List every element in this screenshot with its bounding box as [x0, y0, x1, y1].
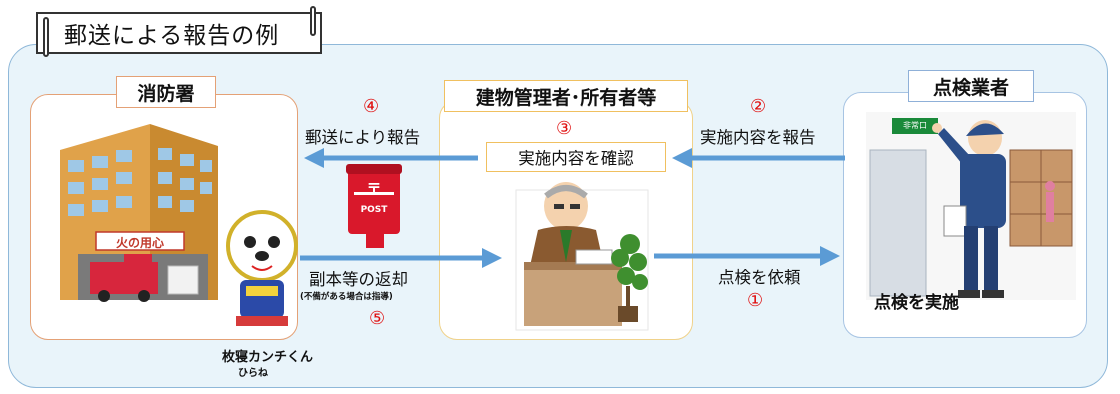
fire-safety-sign-text: 火の用心	[115, 236, 164, 250]
flow-arrows	[300, 148, 845, 268]
manager-label: 建物管理者･所有者等	[444, 80, 688, 112]
inspector-illustration	[866, 112, 1076, 300]
mascot-name: 枚寝カンチくん	[222, 350, 314, 365]
step-3-number: ③	[556, 118, 573, 139]
step-2-number: ②	[750, 96, 767, 117]
step-4-text: 郵送により報告	[305, 128, 421, 147]
confirm-text: 実施内容を確認	[518, 149, 634, 168]
exit-sign-text: 非常口	[903, 121, 927, 130]
postbox-illustration	[346, 164, 402, 248]
step-2-text: 実施内容を報告	[700, 128, 816, 147]
step-5-text: 副本等の返却	[309, 270, 408, 289]
confirm-box: 実施内容を確認	[486, 142, 666, 172]
mascot-reading: ひらね	[238, 368, 268, 379]
mascot-illustration	[220, 210, 298, 326]
manager-illustration	[515, 182, 649, 331]
diagram-title-text: 郵送による報告の例	[64, 23, 280, 49]
postbox-text: POST	[360, 205, 388, 215]
inspector-label-text: 点検業者	[932, 76, 1009, 99]
manager-label-text: 建物管理者･所有者等	[475, 86, 657, 109]
fire-station-building-illustration	[60, 124, 218, 302]
diagram-title: 郵送による報告の例	[36, 6, 322, 57]
fire-station-label: 消防署	[116, 76, 216, 108]
fire-station-label-text: 消防署	[137, 82, 195, 105]
step-5-number: ⑤	[369, 308, 386, 329]
postbox-mark: 〒	[366, 180, 382, 198]
inspector-label: 点検業者	[908, 70, 1034, 102]
inspector-action-text: 点検を実施	[874, 293, 959, 313]
step-1-number: ①	[747, 290, 764, 311]
step-5-note: (不備がある場合は指導)	[300, 292, 393, 302]
step-1-text: 点検を依頼	[718, 268, 801, 287]
step-4-number: ④	[363, 96, 380, 117]
